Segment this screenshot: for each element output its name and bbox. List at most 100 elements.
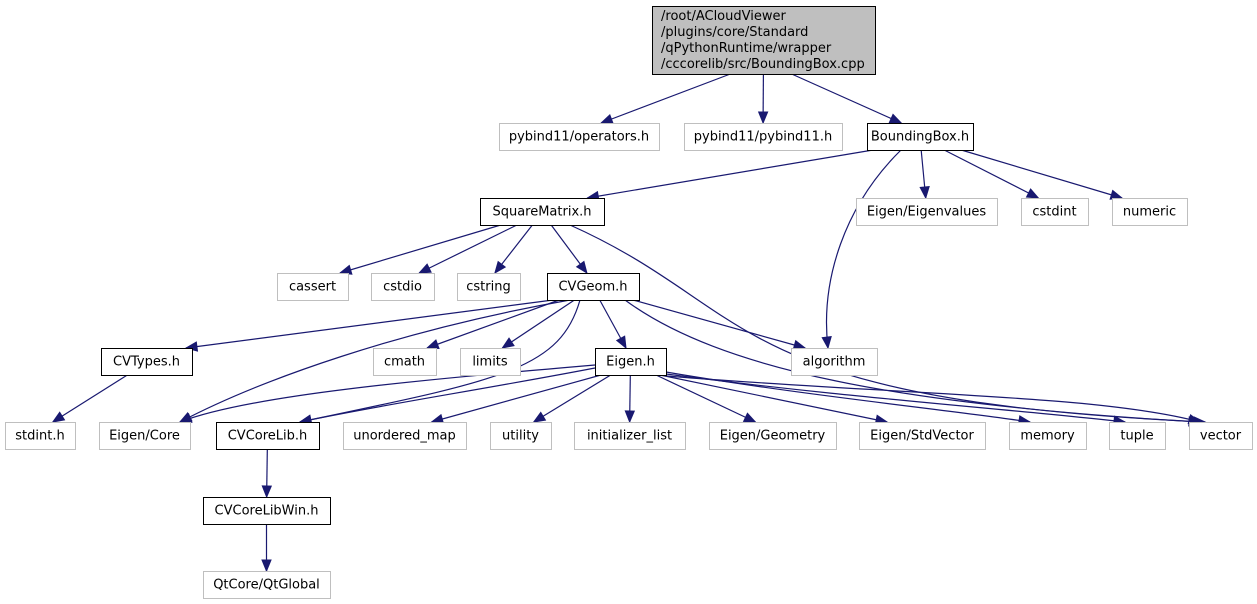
nodes-layer: /root/ACloudViewer/plugins/core/Standard… xyxy=(5,6,1253,599)
node-eiggeom: Eigen/Geometry xyxy=(709,422,837,450)
node-box xyxy=(499,123,660,151)
node-box xyxy=(859,422,986,450)
node-eigenh[interactable]: Eigen.h xyxy=(595,348,667,376)
node-eigvals: Eigen/Eigenvalues xyxy=(856,198,998,226)
node-cvcorelib[interactable]: CVCoreLib.h xyxy=(216,422,320,450)
node-cvtypes[interactable]: CVTypes.h xyxy=(101,348,193,376)
edge-cvgeom-to-cvcorelib xyxy=(299,299,581,423)
node-label: pybind11/operators.h xyxy=(509,130,649,145)
node-utility: utility xyxy=(490,422,552,450)
edge-sqm-to-cassert-arrowhead xyxy=(338,264,353,275)
edge-sqm-to-cstring-arrowhead xyxy=(494,260,507,275)
node-label: Eigen/Eigenvalues xyxy=(867,205,987,220)
edge-eigenh-to-tuple xyxy=(665,373,1126,423)
edge-sqm-to-cassert xyxy=(339,224,501,274)
node-cassert: cassert xyxy=(277,273,349,301)
node-sqm[interactable]: SquareMatrix.h xyxy=(480,198,605,226)
node-label: Eigen/StdVector xyxy=(870,429,974,444)
edge-eigenh-to-eigstdvec xyxy=(659,374,888,423)
node-box xyxy=(99,422,191,450)
node-label: /root/ACloudViewer xyxy=(661,9,786,24)
node-label: Eigen.h xyxy=(606,355,655,370)
node-label: CVCoreLibWin.h xyxy=(215,504,319,519)
node-tuple: tuple xyxy=(1109,422,1166,450)
edge-root-to-bbox-arrowhead xyxy=(888,113,903,124)
node-eigcore: Eigen/Core xyxy=(99,422,191,450)
node-label: algorithm xyxy=(803,355,866,370)
node-label: CVGeom.h xyxy=(558,280,627,295)
node-box xyxy=(343,422,467,450)
node-algorithm: algorithm xyxy=(791,348,878,376)
node-umap: unordered_map xyxy=(343,422,467,450)
edge-cvtypes-to-stdint-arrowhead xyxy=(51,411,66,423)
node-label: Eigen/Geometry xyxy=(720,429,826,444)
edge-eigenh-to-eiggeom-arrowhead xyxy=(742,412,757,423)
node-box xyxy=(5,422,76,450)
edge-cvgeom-to-eigcore xyxy=(179,299,571,423)
edge-bbox-to-algorithm xyxy=(825,149,902,349)
edge-eigenh-to-eigcore xyxy=(179,364,596,423)
node-cstring: cstring xyxy=(457,273,521,301)
node-label: initializer_list xyxy=(587,429,672,444)
node-label: cstdint xyxy=(1032,205,1076,220)
node-label: /qPythonRuntime/wrapper xyxy=(661,41,832,56)
edge-bbox-to-numeric-arrowhead xyxy=(1109,189,1124,200)
node-box xyxy=(684,123,843,151)
node-memory: memory xyxy=(1009,422,1087,450)
node-stdint: stdint.h xyxy=(5,422,76,450)
node-box xyxy=(460,348,521,376)
node-label: pybind11/pybind11.h xyxy=(694,130,832,145)
edge-cvgeom-to-limits xyxy=(502,299,575,349)
node-box xyxy=(457,273,521,301)
edge-cvgeom-to-eigenh-arrowhead xyxy=(615,335,627,350)
node-cvgeom[interactable]: CVGeom.h xyxy=(547,273,640,301)
node-vector: vector xyxy=(1189,422,1253,450)
node-cvcorelibwin[interactable]: CVCoreLibWin.h xyxy=(203,497,331,525)
node-box xyxy=(856,198,998,226)
node-qtglobal: QtCore/QtGlobal xyxy=(203,571,331,599)
edge-root-to-pyops-arrowhead xyxy=(599,114,614,124)
edge-eigenh-to-initlist-arrowhead xyxy=(624,410,636,424)
edge-sqm-to-cstdio xyxy=(418,224,518,274)
node-box xyxy=(101,348,193,376)
edge-root-to-pyops xyxy=(600,73,731,124)
node-box xyxy=(203,497,331,525)
edge-bbox-to-cstdint xyxy=(943,149,1039,199)
node-box xyxy=(373,348,437,376)
node-root[interactable]: /root/ACloudViewer/plugins/core/Standard… xyxy=(652,6,876,75)
node-label: unordered_map xyxy=(353,429,456,444)
node-label: /plugins/core/Standard xyxy=(661,25,808,40)
node-box xyxy=(652,6,876,75)
node-box xyxy=(1021,198,1089,226)
node-bbox[interactable]: BoundingBox.h xyxy=(867,123,974,151)
node-box xyxy=(203,571,331,599)
edge-eigenh-to-cvcorelib xyxy=(299,367,596,423)
node-pybind: pybind11/pybind11.h xyxy=(684,123,843,151)
node-box xyxy=(1009,422,1087,450)
edge-eigenh-to-umap xyxy=(431,374,602,423)
node-label: utility xyxy=(502,429,539,444)
node-box xyxy=(216,422,320,450)
edge-sqm-to-cvgeom-arrowhead xyxy=(575,260,588,275)
node-pyops: pybind11/operators.h xyxy=(499,123,660,151)
node-label: cmath xyxy=(384,355,425,370)
node-label: memory xyxy=(1020,429,1075,444)
node-cmath: cmath xyxy=(373,348,437,376)
edge-cvgeom-to-vector xyxy=(624,299,1201,423)
edge-cvgeom-to-cmath xyxy=(426,299,560,349)
edge-sqm-to-cstdio-arrowhead xyxy=(418,263,432,274)
node-box xyxy=(277,273,349,301)
edge-root-to-pybind-arrowhead xyxy=(757,111,769,125)
node-initlist: initializer_list xyxy=(574,422,686,450)
node-label: QtCore/QtGlobal xyxy=(213,578,320,593)
node-label: cstring xyxy=(466,280,510,295)
edge-cvgeom-to-cmath-arrowhead xyxy=(425,339,440,349)
node-label: stdint.h xyxy=(15,429,64,444)
edge-bbox-to-cstdint-arrowhead xyxy=(1025,188,1040,199)
node-label: numeric xyxy=(1123,205,1176,220)
node-label: /cccorelib/src/BoundingBox.cpp xyxy=(661,57,865,72)
node-box xyxy=(480,198,605,226)
edge-cvgeom-to-limits-arrowhead xyxy=(501,337,515,349)
node-box xyxy=(867,123,974,151)
